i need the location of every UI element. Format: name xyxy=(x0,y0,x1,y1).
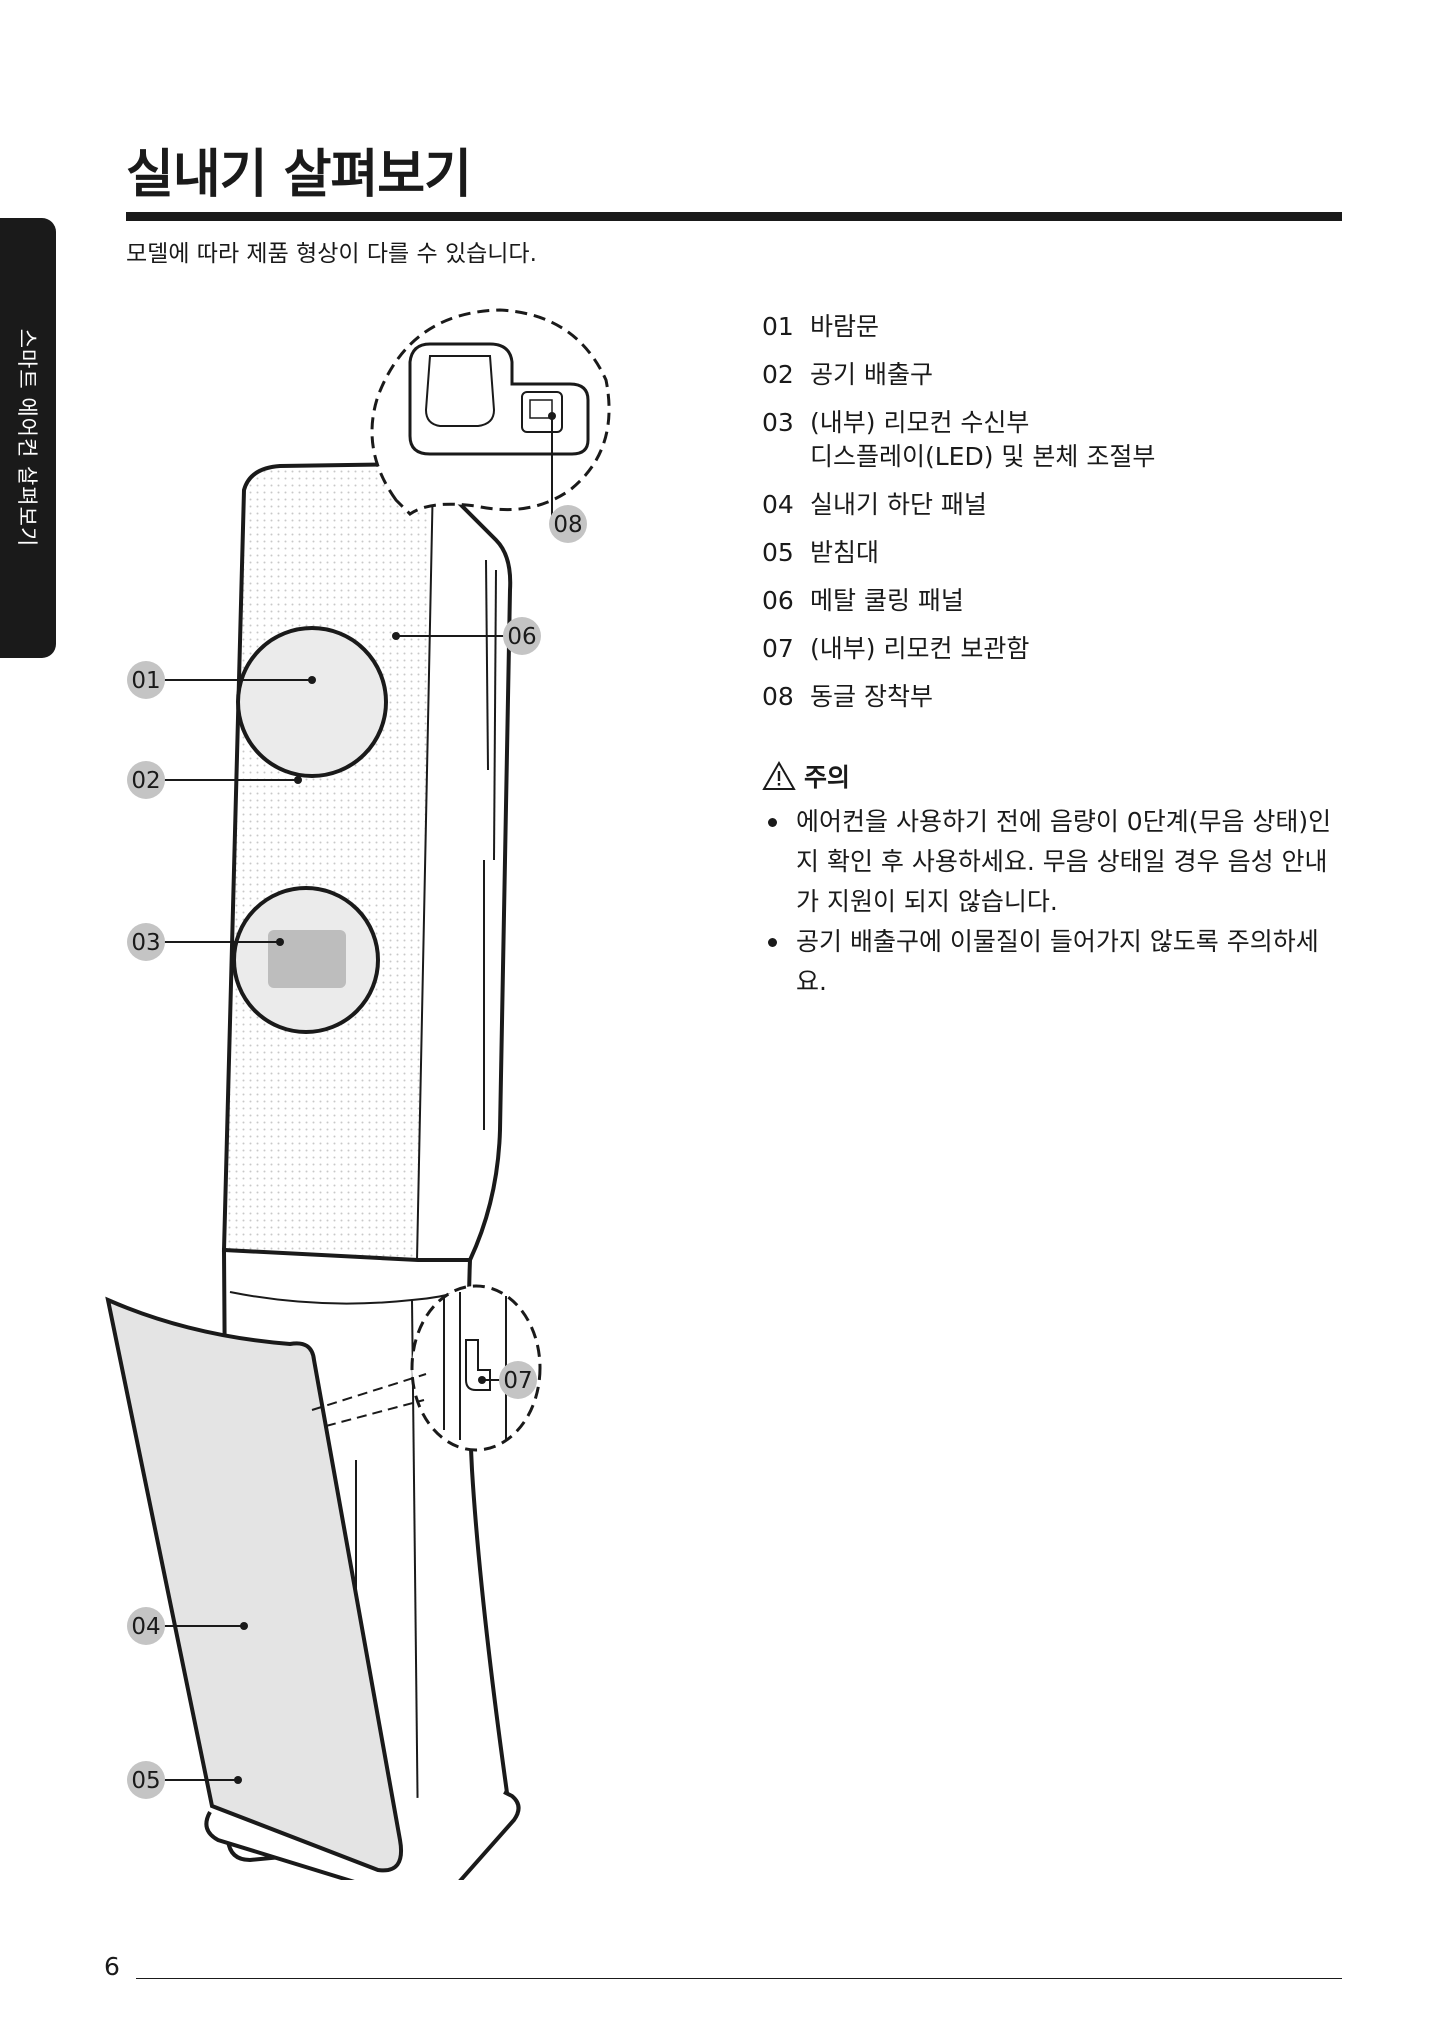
part-number: 03 xyxy=(762,408,794,437)
part-number: 02 xyxy=(762,360,794,389)
warning-triangle-icon xyxy=(762,761,796,790)
callout-01-label: 01 xyxy=(131,668,160,694)
parts-list-item: 02 공기 배출구 xyxy=(762,358,1362,392)
section-side-tab-label: 스마트 에어컨 살펴보기 xyxy=(15,328,39,548)
parts-list-item: 03 (내부) 리모컨 수신부 디스플레이(LED) 및 본체 조절부 xyxy=(762,406,1362,474)
part-number: 04 xyxy=(762,490,794,519)
part-label: 받침대 xyxy=(810,538,880,567)
parts-list-item: 08 동글 장착부 xyxy=(762,680,1362,714)
callout-08-label: 08 xyxy=(553,512,582,538)
caution-box: 주의 에어컨을 사용하기 전에 음량이 0단계(무음 상태)인지 확인 후 사용… xyxy=(762,758,1342,1002)
callout-04: 04 xyxy=(127,1607,165,1645)
parts-list-item: 06 메탈 쿨링 패널 xyxy=(762,584,1362,618)
callout-07-label: 07 xyxy=(503,1368,532,1394)
part-label: (내부) 리모컨 보관함 xyxy=(810,634,1030,663)
front-panel xyxy=(221,461,437,1265)
caution-item: 에어컨을 사용하기 전에 음량이 0단계(무음 상태)인지 확인 후 사용하세요… xyxy=(762,802,1342,922)
caution-list: 에어컨을 사용하기 전에 음량이 0단계(무음 상태)인지 확인 후 사용하세요… xyxy=(762,802,1342,1002)
part-label: (내부) 리모컨 수신부 xyxy=(810,408,1030,437)
part-number: 08 xyxy=(762,682,794,711)
part-label-line-2: 디스플레이(LED) 및 본체 조절부 xyxy=(810,442,1156,471)
caution-heading: 주의 xyxy=(804,763,851,792)
footer-rule xyxy=(136,1978,1342,1979)
lower-panel xyxy=(105,1296,403,1873)
part-number: 01 xyxy=(762,312,794,341)
page-subtitle: 모델에 따라 제품 형상이 다를 수 있습니다. xyxy=(126,241,537,267)
caution-item: 공기 배출구에 이물질이 들어가지 않도록 주의하세요. xyxy=(762,922,1342,1002)
callout-01: 01 xyxy=(127,661,165,699)
parts-list-item: 05 받침대 xyxy=(762,536,1362,570)
display-panel xyxy=(268,930,346,988)
parts-list: 01 바람문 02 공기 배출구 03 (내부) 리모컨 수신부 디스플레이(L… xyxy=(762,310,1362,728)
page-title: 실내기 살펴보기 xyxy=(126,145,472,205)
page-number: 6 xyxy=(104,1952,120,1981)
callout-06-label: 06 xyxy=(507,624,536,650)
part-label: 공기 배출구 xyxy=(810,360,933,389)
upper-airflow-door xyxy=(236,626,388,778)
part-number: 07 xyxy=(762,634,794,663)
section-side-tab: 스마트 에어컨 살펴보기 xyxy=(0,218,56,658)
callout-04-label: 04 xyxy=(131,1614,160,1640)
part-label: 실내기 하단 패널 xyxy=(810,490,987,519)
part-label: 동글 장착부 xyxy=(810,682,933,711)
callout-06: 06 xyxy=(503,617,541,655)
callout-02-label: 02 xyxy=(131,768,160,794)
caution-heading-row: 주의 xyxy=(762,758,1342,794)
title-rule xyxy=(126,212,1342,221)
part-label: 바람문 xyxy=(810,312,880,341)
callout-02: 02 xyxy=(127,761,165,799)
indoor-unit-diagram: 01 02 03 04 05 06 07 08 xyxy=(105,308,611,1880)
callout-05: 05 xyxy=(127,1761,165,1799)
part-number: 05 xyxy=(762,538,794,567)
parts-list-item: 07 (내부) 리모컨 보관함 xyxy=(762,632,1362,666)
callout-08: 08 xyxy=(549,505,587,543)
callout-03-label: 03 xyxy=(131,930,160,956)
parts-list-item: 01 바람문 xyxy=(762,310,1362,344)
parts-list-item: 04 실내기 하단 패널 xyxy=(762,488,1362,522)
part-number: 06 xyxy=(762,586,794,615)
part-label: 메탈 쿨링 패널 xyxy=(810,586,964,615)
callout-07: 07 xyxy=(499,1361,537,1399)
callout-05-label: 05 xyxy=(131,1768,160,1794)
callout-03: 03 xyxy=(127,923,165,961)
